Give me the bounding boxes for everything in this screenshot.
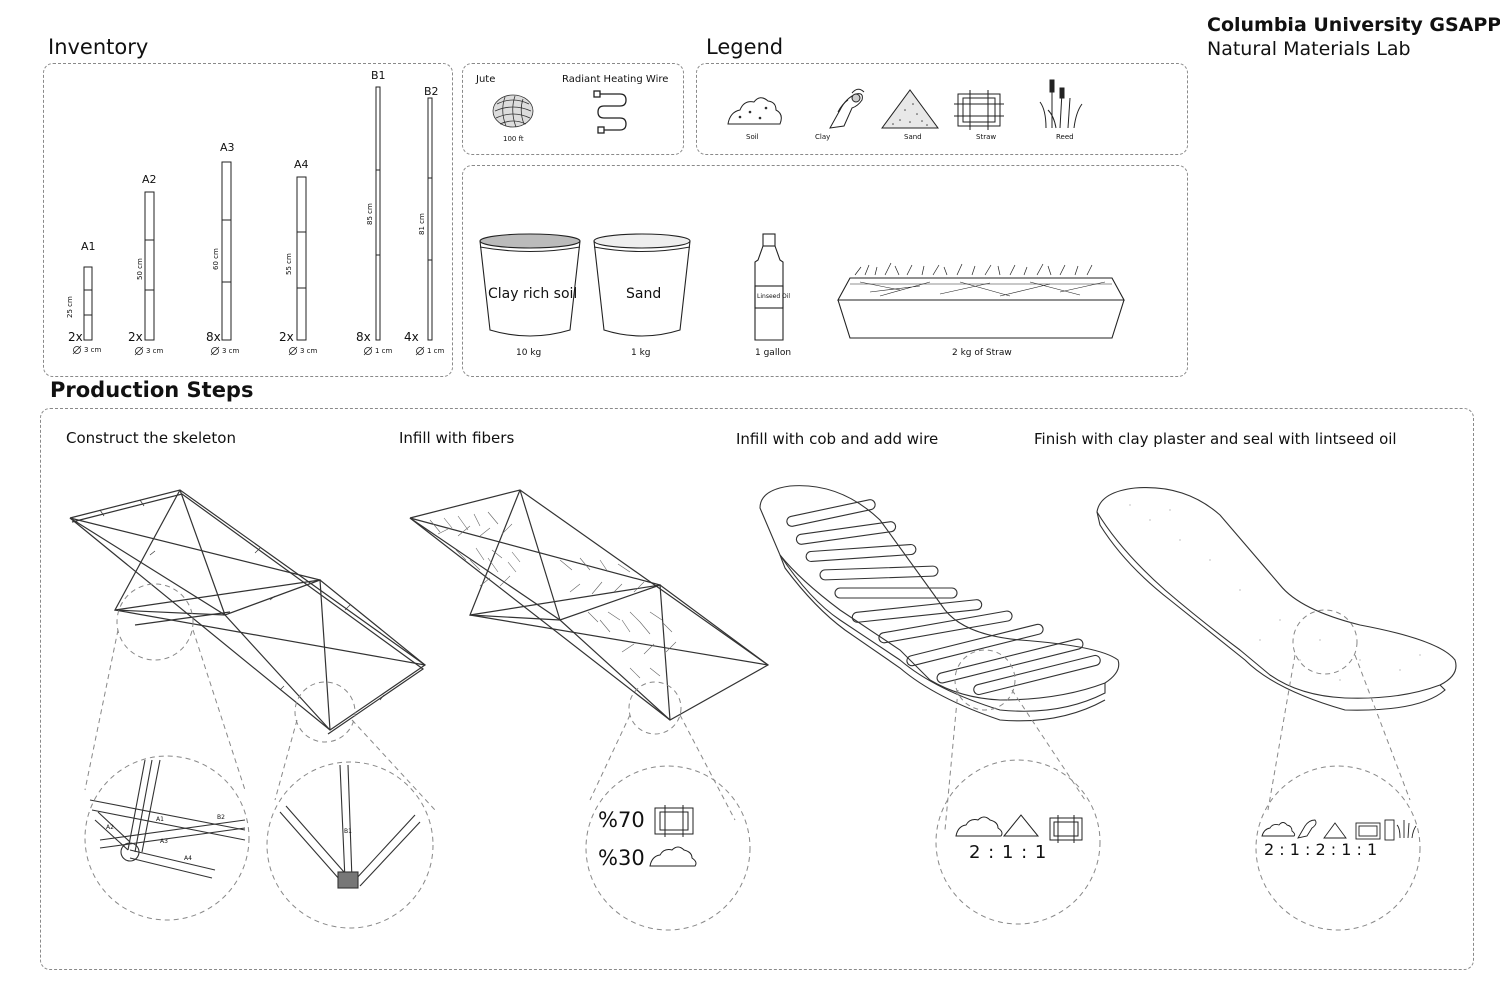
legend-soil-label: Soil	[746, 133, 759, 141]
ratio-straw-icon	[654, 805, 694, 837]
fiber-hatch	[429, 511, 677, 679]
legend-straw-label: Straw	[976, 133, 997, 141]
stick-b1-diameter: 1 cm	[375, 347, 393, 355]
jute-icon	[492, 94, 534, 128]
stick-a3-count: 8x	[206, 330, 221, 344]
stick-a2	[144, 191, 155, 341]
joint-detail-1	[89, 759, 246, 879]
soil-icon	[727, 97, 782, 125]
clay-icon	[829, 88, 865, 129]
stick-a4-count: 2x	[279, 330, 294, 344]
plaster-ratio-icons	[1261, 819, 1417, 841]
oil-bottle	[754, 233, 784, 341]
fiber-ratio-straw: %70	[598, 808, 645, 832]
stick-a3	[221, 161, 232, 341]
cob-ratio-icons	[955, 814, 1083, 843]
wire-label: Radiant Heating Wire	[562, 74, 669, 85]
fiber-ratio-soil: %30	[598, 846, 645, 870]
stick-a2-id: A2	[142, 173, 157, 186]
stick-b2-id: B2	[424, 85, 439, 98]
heating-wire-icon	[593, 90, 627, 134]
clay-soil-label: Clay rich soil	[488, 286, 578, 302]
step-4-title: Finish with clay plaster and seal with l…	[1034, 430, 1397, 448]
legend-reed-label: Reed	[1056, 133, 1074, 141]
stick-a2-diameter: 3 cm	[146, 347, 164, 355]
stick-b2-count: 4x	[404, 330, 419, 344]
plaster-ratio: 2 : 1 : 2 : 1 : 1	[1264, 840, 1378, 859]
legend-box	[696, 63, 1188, 155]
linseed-oil-qty: 1 gallon	[755, 348, 792, 358]
university-title: Columbia University GSAPP	[1207, 14, 1500, 36]
sand-label: Sand	[626, 286, 662, 302]
jute-qty: 100 ft	[503, 135, 524, 143]
detail-label-a2: A2	[106, 824, 114, 831]
plaster-lounger	[1096, 487, 1457, 711]
stick-b1-count: 8x	[356, 330, 371, 344]
detail-label-a1: A1	[156, 816, 164, 823]
stick-a1	[83, 266, 93, 341]
detail-label-a3: A3	[160, 838, 168, 845]
straw-tray	[837, 262, 1125, 339]
legend-title: Legend	[706, 35, 784, 59]
legend-clay-label: Clay	[815, 133, 831, 141]
sand-icon	[881, 89, 939, 129]
stick-a2-count: 2x	[128, 330, 143, 344]
materials-box	[462, 165, 1188, 377]
stick-a4	[296, 176, 307, 341]
step-2-title: Infill with fibers	[399, 429, 515, 447]
sand-qty: 1 kg	[631, 348, 651, 358]
stick-a4-diameter: 3 cm	[300, 347, 318, 355]
joint-detail-2	[279, 764, 421, 889]
inventory-title: Inventory	[48, 35, 149, 59]
straw-qty: 2 kg of Straw	[952, 348, 1012, 358]
jute-label: Jute	[476, 74, 496, 85]
production-box	[40, 408, 1474, 970]
ratio-soil-icon	[649, 846, 697, 867]
jute-wire-box	[462, 63, 684, 155]
lab-title: Natural Materials Lab	[1207, 38, 1411, 60]
clay-soil-qty: 10 kg	[516, 348, 542, 358]
stick-a3-id: A3	[220, 141, 235, 154]
detail-label-b2: B2	[217, 814, 225, 821]
fiber-frame	[409, 489, 770, 721]
detail-label-b1: B1	[344, 828, 352, 835]
inventory-box	[43, 63, 453, 377]
stick-b1	[375, 86, 381, 341]
skeleton-frame	[69, 489, 427, 735]
reed-icon	[1039, 79, 1083, 129]
sand-bucket	[593, 233, 691, 337]
step-1-title: Construct the skeleton	[66, 429, 236, 447]
stick-a1-diameter: 3 cm	[84, 346, 102, 354]
cob-ratio: 2 : 1 : 1	[969, 842, 1048, 863]
stick-b2	[427, 97, 433, 341]
stick-a3-diameter: 3 cm	[222, 347, 240, 355]
stick-b2-diameter: 1 cm	[427, 347, 445, 355]
stick-a1-id: A1	[81, 240, 96, 253]
production-title: Production Steps	[50, 378, 254, 402]
stick-a1-count: 2x	[68, 330, 83, 344]
detail-label-a4: A4	[184, 855, 192, 862]
clay-soil-bucket	[479, 233, 581, 337]
linseed-oil-label: Linseed Oil	[757, 293, 791, 300]
legend-sand-label: Sand	[904, 133, 922, 141]
stick-a4-id: A4	[294, 158, 309, 171]
step-3-title: Infill with cob and add wire	[736, 430, 939, 448]
stick-b1-id: B1	[371, 69, 386, 82]
straw-icon	[954, 90, 1004, 130]
cob-lounger	[759, 485, 1120, 722]
